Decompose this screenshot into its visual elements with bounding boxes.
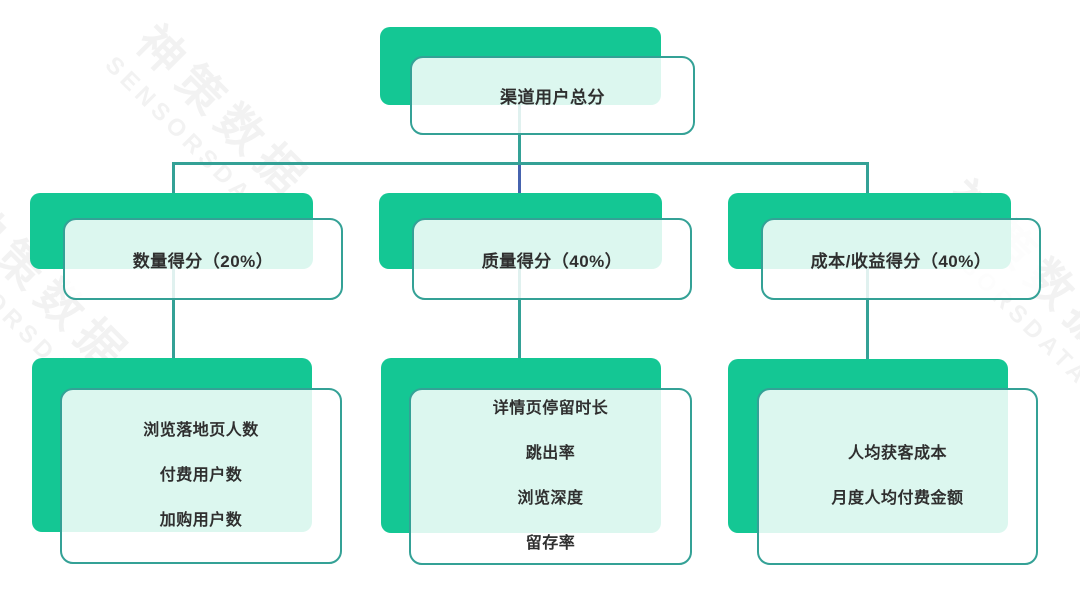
metric-item: 留存率 (525, 535, 576, 552)
root-node-label: 渠道用户总分 (500, 88, 605, 107)
branch-cost-label: 成本/收益得分（40%） (810, 251, 992, 271)
branch-quantity-label: 数量得分（20%） (132, 251, 274, 271)
metric-item: 详情页停留时长 (492, 400, 609, 417)
connector-drop-quantity (172, 162, 175, 193)
watermark-cn-text: 神策数据 (126, 15, 322, 211)
metric-item: 跳出率 (525, 445, 576, 462)
root-node-card: 渠道用户总分 (410, 56, 695, 135)
connector-horizontal-bus (172, 162, 869, 165)
metric-item: 月度人均付费金额 (831, 490, 964, 507)
branch-quality-label: 质量得分（40%） (481, 251, 623, 271)
branch-quantity-card: 数量得分（20%） (63, 218, 343, 300)
connector-cost-to-metrics (866, 263, 869, 359)
metric-item: 付费用户数 (159, 467, 243, 484)
metric-item: 浏览深度 (517, 490, 584, 507)
connector-quality-to-metrics (518, 263, 521, 358)
connector-drop-quality-blue (518, 165, 521, 193)
metrics-quality-card: 详情页停留时长 跳出率 浏览深度 留存率 (409, 388, 692, 565)
connector-drop-cost (866, 162, 869, 193)
connector-quantity-to-metrics (172, 263, 175, 358)
metric-item: 浏览落地页人数 (143, 422, 259, 439)
branch-quality-card: 质量得分（40%） (412, 218, 692, 300)
metric-item: 人均获客成本 (847, 445, 947, 462)
metrics-quantity-card: 浏览落地页人数 付费用户数 加购用户数 (60, 388, 342, 564)
metrics-cost-card: 人均获客成本 月度人均付费金额 (757, 388, 1038, 565)
metric-item: 加购用户数 (159, 512, 243, 529)
branch-cost-card: 成本/收益得分（40%） (761, 218, 1041, 300)
